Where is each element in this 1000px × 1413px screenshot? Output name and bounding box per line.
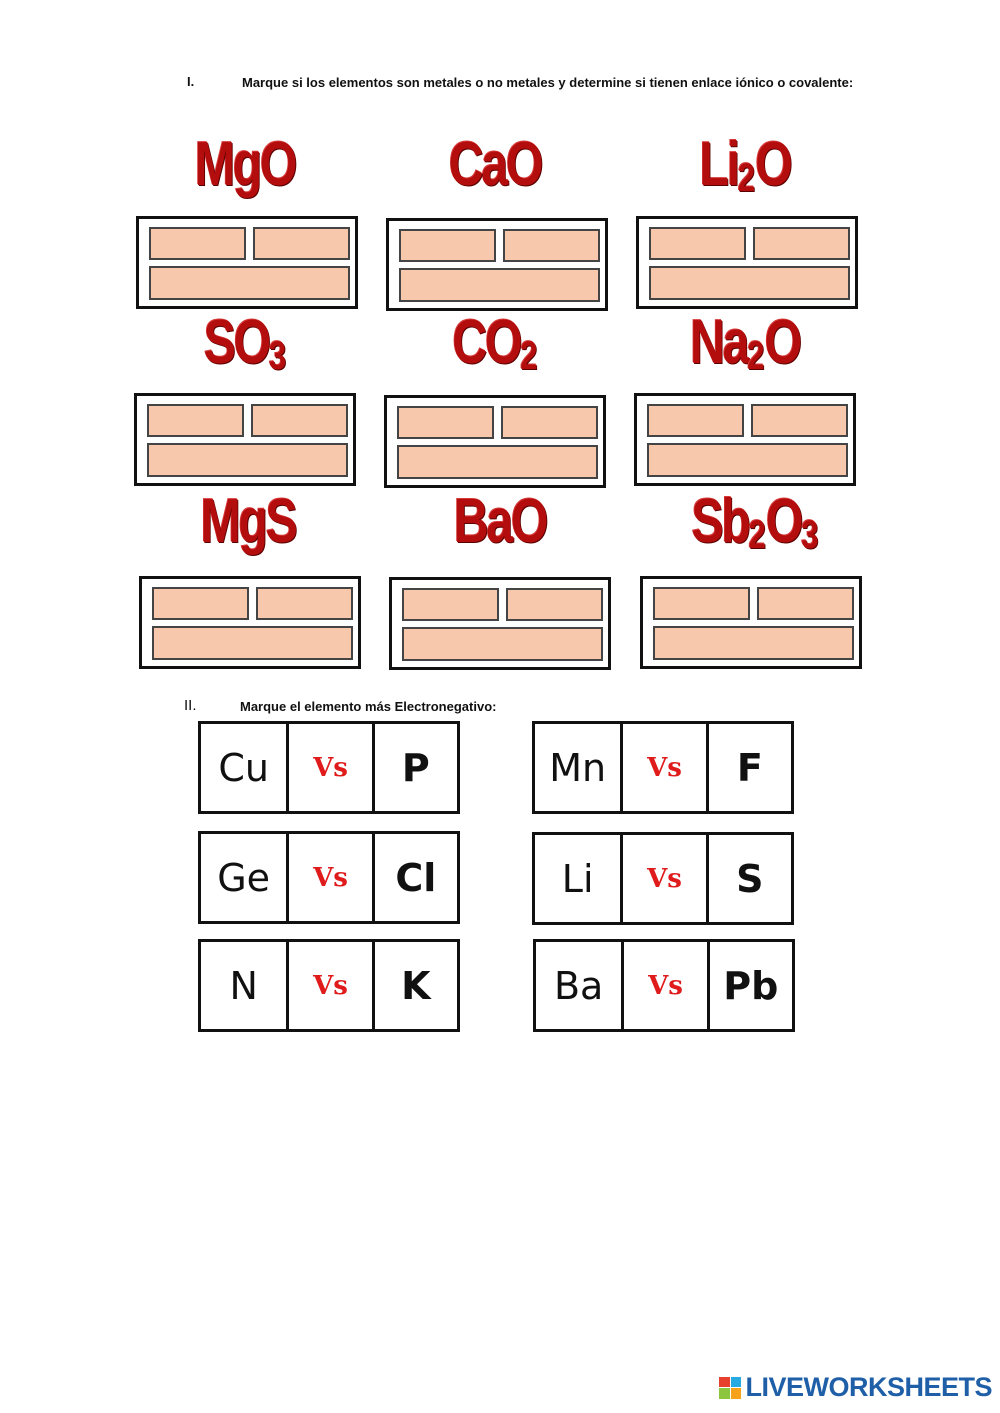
formula-mgo: MgO [155,130,334,200]
formula-co2: CO2 [405,308,584,391]
liveworksheets-logo-icon [719,1376,742,1399]
answer-box-sb2o3 [640,576,862,669]
answer-slot-element-1[interactable] [149,227,246,260]
answer-slot-bond-type[interactable] [397,445,598,479]
formula-subscript: 2 [737,156,756,200]
element-option-right[interactable]: S [705,835,791,922]
formula-text: SO [203,308,272,377]
answer-slot-element-2[interactable] [751,404,848,437]
answer-slot-element-2[interactable] [253,227,350,260]
formula-text: MgS [200,487,297,556]
formula-text: Sb [691,487,750,556]
element-option-left[interactable]: Cu [218,745,269,790]
answer-slot-element-1[interactable] [397,406,494,439]
answer-slot-element-1[interactable] [653,587,750,620]
answer-slot-element-2[interactable] [503,229,600,262]
formula-subscript: 3 [268,334,287,378]
element-option-left[interactable]: Ge [217,855,271,900]
formula-text: Li [699,130,741,199]
answer-slot-element-1[interactable] [399,229,496,262]
element-option-right[interactable]: F [705,724,791,811]
answer-slot-element-1[interactable] [647,404,744,437]
answer-box-mgo [136,216,358,309]
logo-text: LIVEWORKSHEETS [745,1372,992,1402]
formula-text: Na [690,308,749,377]
formula-so3: SO3 [155,308,334,391]
answer-box-co2 [384,395,606,488]
answer-slot-bond-type[interactable] [653,626,854,660]
answer-slot-element-2[interactable] [256,587,353,620]
answer-box-na2o [634,393,856,486]
answer-slot-bond-type[interactable] [402,627,603,661]
formula-subscript: 2 [520,334,538,378]
answer-slot-element-2[interactable] [757,587,854,620]
formula-subscript: 2 [748,513,766,557]
formula-text: O [764,308,803,377]
formula-na2o: Na2O [655,308,834,391]
formula-cao: CaO [405,130,584,200]
vs-label: Vs [286,834,371,921]
answer-slot-bond-type[interactable] [149,266,350,300]
vs-label: Vs [620,724,705,811]
formula-text: O [765,487,804,556]
formula-text: BaO [453,487,549,556]
vs-label: Vs [286,942,371,1029]
element-option-left[interactable]: Li [561,856,594,901]
formula-text: O [755,130,793,199]
answer-slot-element-2[interactable] [501,406,598,439]
element-option-right[interactable]: Cl [371,834,457,921]
vs-label: Vs [286,724,371,811]
element-option-right[interactable]: P [371,724,457,811]
answer-slot-element-2[interactable] [506,588,603,621]
answer-slot-bond-type[interactable] [147,443,348,477]
answer-slot-bond-type[interactable] [649,266,850,300]
answer-box-so3 [134,393,356,486]
answer-slot-element-1[interactable] [649,227,746,260]
formula-mgs: MgS [158,487,337,557]
answer-slot-bond-type[interactable] [647,443,848,477]
answer-slot-element-1[interactable] [147,404,244,437]
answer-slot-element-2[interactable] [251,404,348,437]
vs-label: Vs [621,942,706,1029]
answer-box-li2o [636,216,858,309]
element-option-right[interactable]: K [371,942,457,1029]
answer-slot-element-2[interactable] [753,227,850,260]
answer-slot-element-1[interactable] [402,588,499,621]
answer-box-bao [389,577,611,670]
section-2-number: II. [184,697,197,714]
formula-li2o: Li2O [655,130,834,213]
section-1-instruction: Marque si los elementos son metales o no… [242,75,854,90]
formula-subscript: 2 [747,334,765,378]
formula-sb2o3: Sb2O3 [665,487,844,570]
answer-box-cao [386,218,608,311]
answer-slot-bond-type[interactable] [399,268,600,302]
liveworksheets-logo: LIVEWORKSHEETS [719,1372,992,1403]
formula-text: CaO [448,130,544,199]
formula-text: MgO [194,130,298,199]
vs-label: Vs [620,835,705,922]
formula-bao: BaO [410,487,589,557]
formula-text: CO [452,308,522,377]
element-option-left[interactable]: Ba [553,963,604,1008]
element-option-left[interactable]: Mn [549,745,607,790]
formula-subscript: 3 [801,513,819,557]
element-option-right[interactable]: Pb [706,942,792,1029]
element-option-left[interactable]: N [229,963,258,1008]
section-1-number: I. [187,74,195,89]
answer-slot-bond-type[interactable] [152,626,353,660]
answer-slot-element-1[interactable] [152,587,249,620]
section-2-instruction: Marque el elemento más Electronegativo: [240,699,497,714]
answer-box-mgs [139,576,361,669]
